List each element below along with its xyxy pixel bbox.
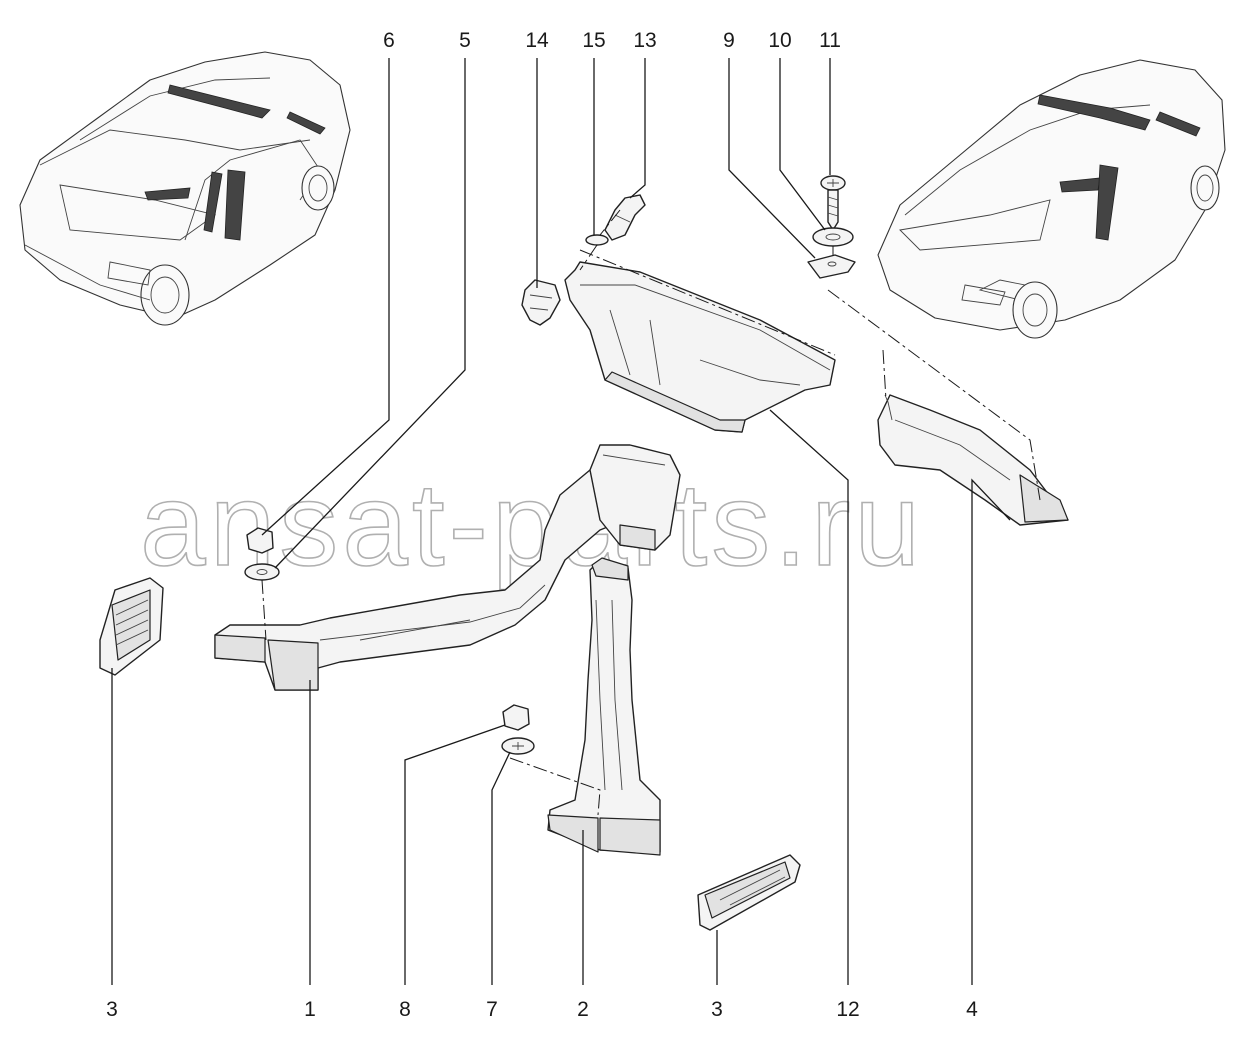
part-6-nut-left	[246, 527, 274, 554]
part-12-center-duct	[564, 261, 836, 433]
callout-1: 1	[304, 998, 316, 1021]
part-13-push-pin	[604, 194, 646, 241]
part-4-rear-air-duct	[877, 394, 1069, 526]
part-1-floor-air-duct	[214, 444, 681, 691]
callout-7: 7	[486, 998, 498, 1021]
part-9-clip-nut	[807, 254, 856, 279]
part-10-star-washer	[812, 227, 854, 247]
callout-12: 12	[836, 998, 859, 1021]
part-5-washer-left	[244, 563, 280, 581]
part-3-floor-grille-left	[99, 577, 164, 676]
callout-10: 10	[768, 29, 791, 52]
vehicle-overview-left	[19, 51, 351, 326]
callout-4: 4	[966, 998, 978, 1021]
callout-13: 13	[633, 29, 656, 52]
part-14-clip	[521, 279, 561, 326]
callout-3-left: 3	[106, 998, 118, 1021]
callout-2: 2	[577, 998, 589, 1021]
callout-8: 8	[399, 998, 411, 1021]
part-3-floor-grille-right	[697, 854, 801, 931]
part-7-washer-center	[501, 737, 535, 755]
callout-3-right: 3	[711, 998, 723, 1021]
part-15-washer	[585, 234, 609, 246]
callout-5: 5	[459, 29, 471, 52]
callout-11: 11	[819, 29, 841, 52]
callout-14: 14	[525, 29, 549, 52]
part-2-rear-floor-duct	[547, 557, 661, 856]
callout-6: 6	[383, 29, 395, 52]
vehicle-overview-right	[877, 59, 1226, 339]
leader-lines	[111, 58, 1011, 985]
part-11-screw	[820, 175, 846, 231]
callout-15: 15	[582, 29, 605, 52]
callout-9: 9	[723, 29, 735, 52]
part-8-nut-center	[502, 704, 530, 731]
assembly-axes	[261, 209, 1041, 816]
